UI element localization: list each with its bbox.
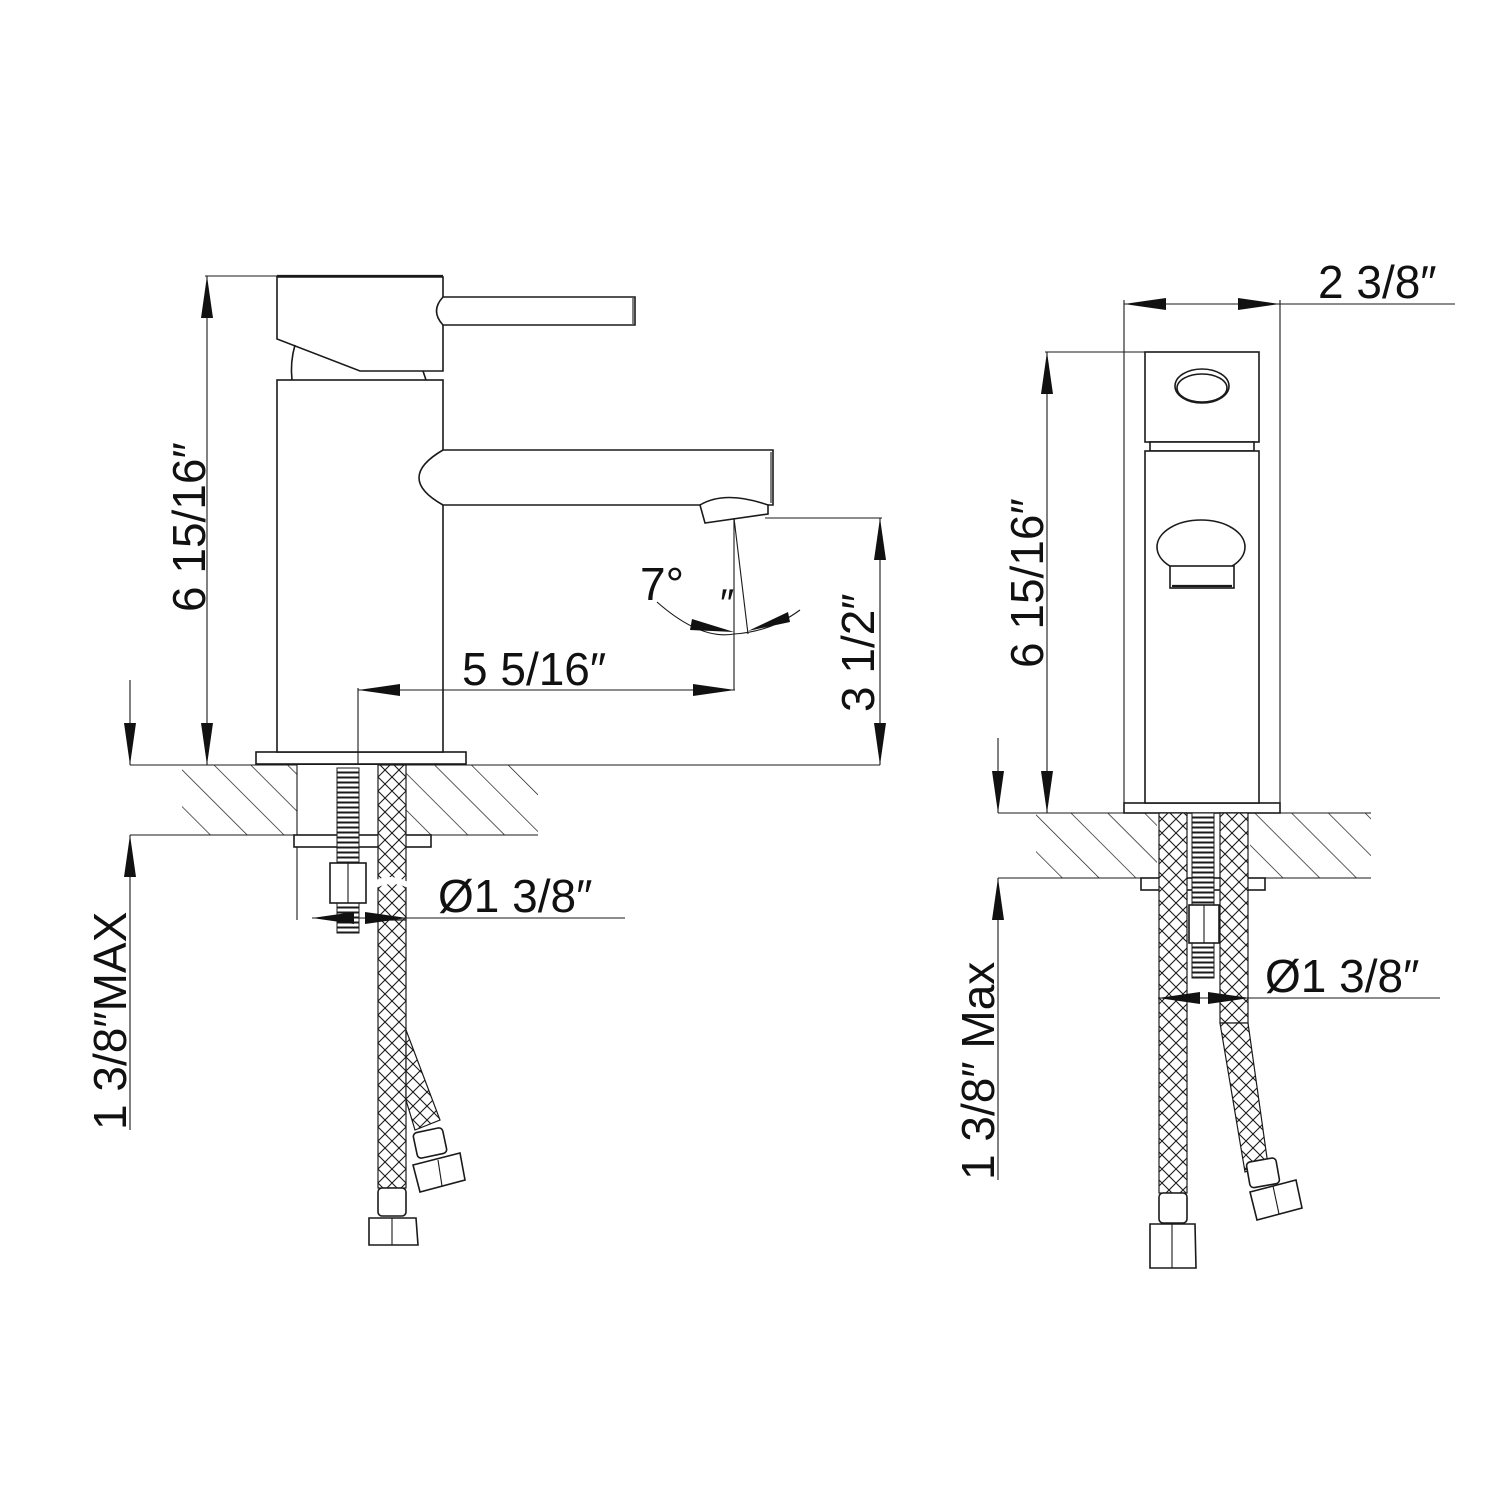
side-width-label: 2 3/8″ — [1318, 256, 1437, 308]
side-height-label: 6 15/16″ — [1001, 498, 1053, 668]
side-hole-diameter-dimension: Ø1 3/8″ — [1158, 950, 1440, 1004]
front-countertop — [130, 764, 880, 920]
front-hole-diameter-dimension: Ø1 3/8″ — [312, 870, 625, 924]
side-mounting-hardware — [1140, 812, 1266, 1194]
front-height-dimension: 6 15/16″ — [163, 275, 277, 765]
front-view: 6 15/16″ 5 5/16″ 3 1/2″ 7° ″ — [84, 274, 886, 1246]
front-deck-thickness-label: 1 3/8″MAX — [84, 912, 136, 1130]
side-height-dimension: 6 15/16″ — [1001, 351, 1145, 813]
side-hole-diameter-label: Ø1 3/8″ — [1265, 950, 1419, 1002]
front-hole-diameter-label: Ø1 3/8″ — [438, 870, 592, 922]
front-reach-label: 5 5/16″ — [462, 643, 606, 695]
front-spout-height-dimension: 3 1/2″ — [765, 517, 886, 765]
side-width-dimension: 2 3/8″ — [1123, 256, 1455, 803]
front-reach-dimension: 5 5/16″ — [357, 643, 735, 765]
front-mounting-hardware — [293, 764, 432, 934]
side-faucet-body — [1123, 351, 1281, 814]
side-supply-hoses — [1149, 1022, 1303, 1269]
side-deck-thickness-dimension: 1 3/8″ Max — [952, 738, 1004, 1180]
front-spout-height-label: 3 1/2″ — [832, 593, 884, 712]
spray-angle-label: 7° — [640, 558, 684, 610]
side-view: 2 3/8″ 6 15/16″ 1 3/8″ Max Ø1 3/8″ — [952, 256, 1455, 1269]
front-supply-hoses — [368, 919, 466, 1246]
front-spray-angle: 7° ″ — [640, 517, 801, 690]
front-deck-thickness-dimension: 1 3/8″MAX — [84, 680, 136, 1130]
spray-angle-tick: ″ — [720, 582, 734, 626]
front-height-label: 6 15/16″ — [163, 442, 215, 612]
side-deck-thickness-label: 1 3/8″ Max — [952, 962, 1004, 1180]
